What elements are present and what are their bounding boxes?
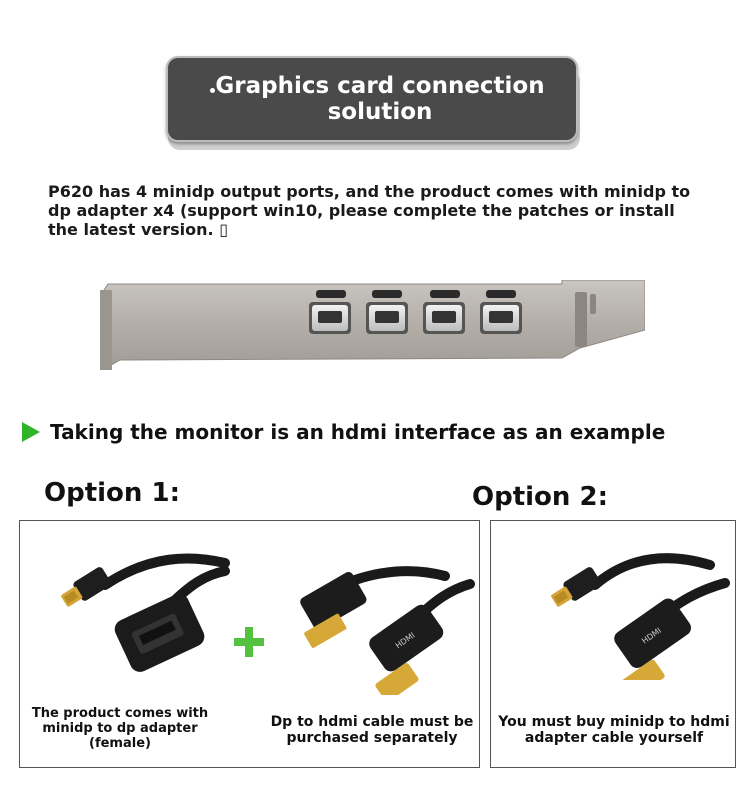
graphics-card-bracket-image bbox=[100, 280, 645, 370]
option2-caption: You must buy minidp to hdmi adapter cabl… bbox=[498, 714, 730, 746]
section-heading: Taking the monitor is an hdmi interface … bbox=[22, 420, 665, 444]
option1-title: Option 1: bbox=[44, 478, 180, 508]
option1-right-caption: Dp to hdmi cable must be purchased separ… bbox=[270, 714, 474, 746]
banner-title: Graphics card connection solution bbox=[215, 73, 545, 125]
play-arrow-icon bbox=[22, 422, 40, 442]
bullet-dot bbox=[210, 88, 215, 93]
intro-paragraph: P620 has 4 minidp output ports, and the … bbox=[48, 182, 691, 239]
minidp-to-hdmi-cable-image: HDMI bbox=[551, 553, 730, 680]
option2-title: Option 2: bbox=[472, 482, 608, 512]
plus-icon bbox=[234, 627, 264, 657]
dp-to-hdmi-cable-image: HDMI bbox=[300, 566, 475, 695]
title-banner: Graphics card connection solution bbox=[166, 56, 578, 142]
minidp-to-dp-adapter-image bbox=[61, 553, 230, 672]
minidp-port-group bbox=[309, 290, 522, 334]
option1-left-caption: The product comes with minidp to dp adap… bbox=[31, 706, 209, 751]
section-heading-text: Taking the monitor is an hdmi interface … bbox=[50, 420, 666, 444]
